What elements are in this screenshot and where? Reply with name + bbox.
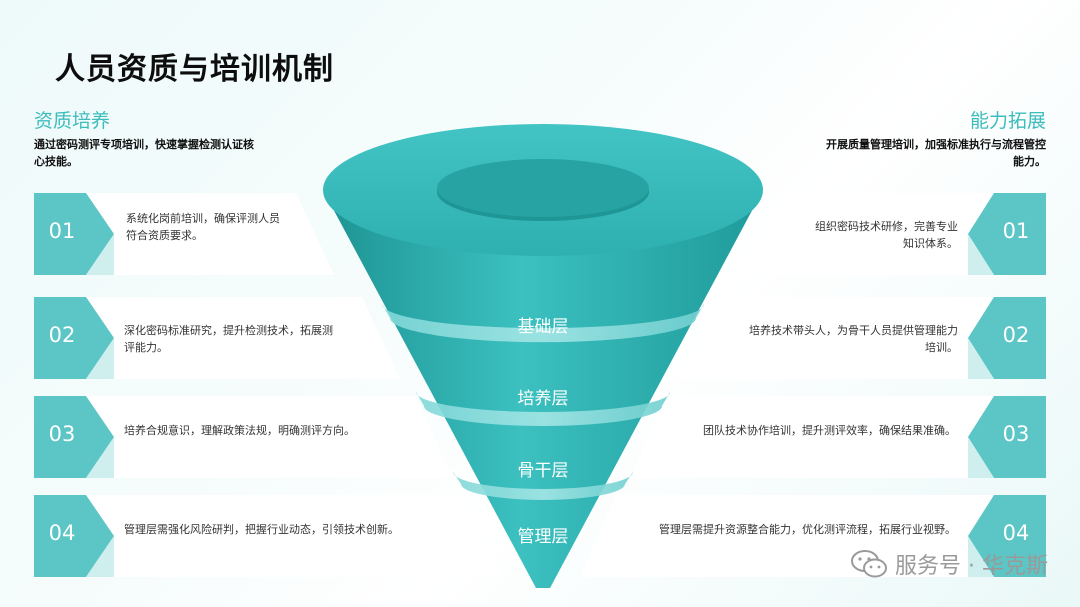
funnel-diagram: 基础层 培养层 骨干层 管理层 bbox=[318, 112, 768, 592]
funnel-layer-1-label: 基础层 bbox=[517, 317, 569, 337]
right-item-text: 团队技术协作培训，提升测评效率，确保结果准确。 bbox=[703, 424, 956, 437]
left-item-number-badge: 02 bbox=[34, 297, 114, 379]
watermark-text: 服务号 · 华克斯 bbox=[895, 554, 1048, 579]
funnel-graphic bbox=[323, 124, 763, 588]
left-item-text: 深化密码标准研究，提升检测技术，拓展测评能力。 bbox=[124, 324, 333, 354]
right-item-number: 04 bbox=[1002, 521, 1030, 545]
right-item-number-badge: 03 bbox=[968, 396, 1046, 478]
left-item-4: 04 管理层需强化风险研判，把握行业动态，引领技术创新。 bbox=[34, 495, 502, 577]
left-item-number: 01 bbox=[48, 219, 76, 243]
left-item-number-badge: 04 bbox=[34, 495, 114, 577]
right-item-number: 01 bbox=[1002, 219, 1030, 243]
right-section-description: 开展质量管理培训，加强标准执行与流程管控能力。 bbox=[826, 138, 1046, 168]
right-item-2: 02 培养技术带头人，为骨干人员提供管理能力培训。 bbox=[682, 297, 1046, 379]
left-section-description: 通过密码测评专项培训，快速掌握检测认证核心技能。 bbox=[34, 138, 254, 168]
left-item-text: 管理层需强化风险研判，把握行业动态，引领技术创新。 bbox=[124, 523, 399, 536]
right-item-text: 培养技术带头人，为骨干人员提供管理能力培训。 bbox=[749, 324, 958, 354]
page-title: 人员资质与培训机制 bbox=[55, 52, 334, 87]
right-item-number-badge: 01 bbox=[968, 193, 1046, 275]
right-item-number-badge: 04 bbox=[968, 495, 1046, 577]
left-item-number: 02 bbox=[48, 323, 76, 347]
funnel-layer-3-label: 骨干层 bbox=[517, 461, 569, 481]
right-item-4: 04 管理层需提升资源整合能力，优化测评流程，拓展行业视野。 bbox=[580, 495, 1046, 577]
right-item-text: 组织密码技术研修，完善专业知识体系。 bbox=[815, 220, 958, 250]
right-item-1: 01 组织密码技术研修，完善专业知识体系。 bbox=[746, 193, 1046, 275]
watermark: 服务号 · 华克斯 bbox=[851, 548, 1048, 580]
wechat-icon bbox=[851, 550, 888, 578]
right-item-text: 管理层需提升资源整合能力，优化测评流程，拓展行业视野。 bbox=[659, 523, 956, 536]
right-section-title: 能力拓展 bbox=[969, 110, 1046, 132]
left-section-title: 资质培养 bbox=[34, 110, 111, 132]
left-item-number-badge: 03 bbox=[34, 396, 114, 478]
left-item-text: 培养合规意识，理解政策法规，明确测评方向。 bbox=[124, 424, 355, 437]
funnel-layer-4-label: 管理层 bbox=[517, 527, 569, 547]
right-item-3: 03 团队技术协作培训，提升测评效率，确保结果准确。 bbox=[630, 396, 1046, 478]
right-item-number: 03 bbox=[1002, 422, 1030, 446]
left-item-1: 01 系统化岗前培训，确保评测人员符合资质要求。 bbox=[34, 193, 334, 275]
right-item-number: 02 bbox=[1002, 323, 1030, 347]
left-item-3: 03 培养合规意识，理解政策法规，明确测评方向。 bbox=[34, 396, 452, 478]
left-item-number: 04 bbox=[48, 521, 76, 545]
funnel-layer-2-label: 培养层 bbox=[517, 389, 569, 409]
left-item-text: 系统化岗前培训，确保评测人员符合资质要求。 bbox=[126, 212, 280, 242]
right-item-number-badge: 02 bbox=[968, 297, 1046, 379]
left-item-number: 03 bbox=[48, 422, 76, 446]
left-item-2: 02 深化密码标准研究，提升检测技术，拓展测评能力。 bbox=[34, 297, 400, 379]
left-item-number-badge: 01 bbox=[34, 193, 114, 275]
